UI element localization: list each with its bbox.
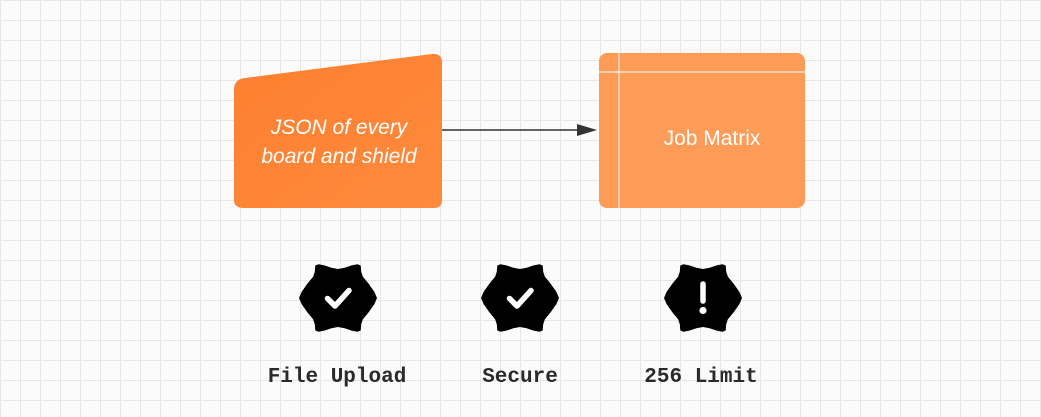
limit-label: 256 Limit [644,365,758,389]
target-node-shape[interactable] [599,53,805,208]
target-node-label: Job Matrix [663,126,761,150]
source-node-shape[interactable] [234,53,442,209]
connector-arrow[interactable] [442,124,597,136]
file-upload-verified-icon [299,264,377,332]
source-node-label-line2: board and shield [261,145,417,168]
limit-warning-icon [664,264,742,332]
source-node-label-line1: JSON of every [270,116,408,139]
source-node-label: JSON of every board and shield [236,100,442,184]
file-upload-label: File Upload [267,365,407,389]
secure-label: Secure [482,365,558,389]
secure-verified-icon [481,264,559,332]
